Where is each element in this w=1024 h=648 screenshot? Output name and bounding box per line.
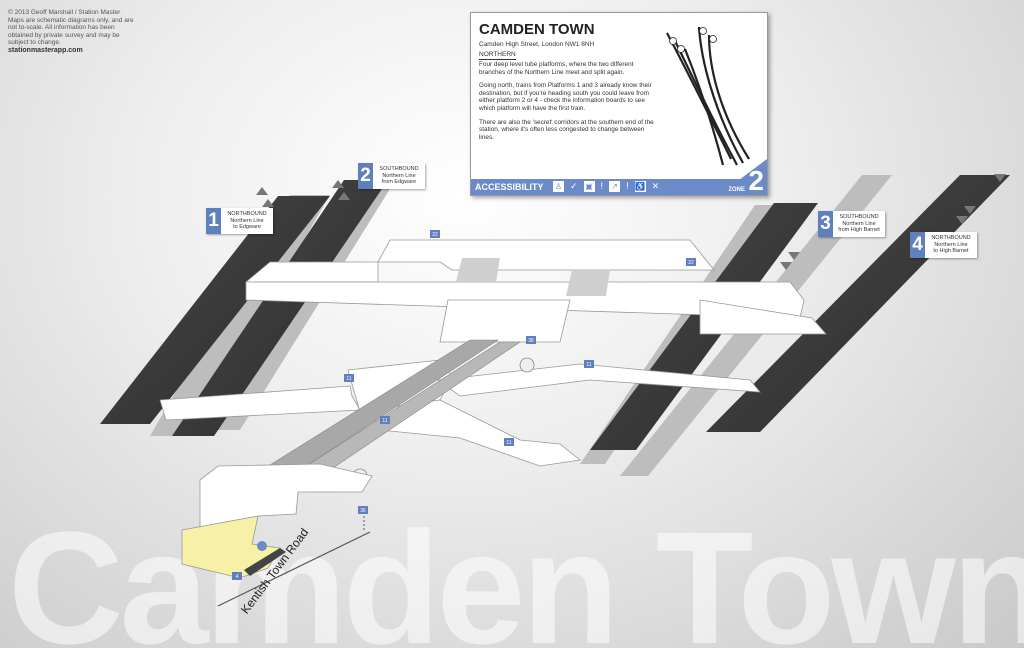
- light-well-2: [566, 270, 610, 296]
- platform-2-label: 2 SOUTHBOUND Northern Line from Edgware: [358, 163, 425, 189]
- luggage-icon: ▣: [583, 181, 595, 192]
- platform-destination: to Edgware: [233, 224, 261, 230]
- secret-corridor: [369, 399, 581, 467]
- accessibility-bar: ACCESSIBILITY ♙ ✓ ▣ ! ↗ ! ♿ ✕: [471, 179, 767, 195]
- lift-icon: [519, 357, 535, 373]
- check-icon: ✓: [570, 181, 578, 191]
- track-1: [150, 195, 330, 436]
- road-line: [217, 531, 371, 607]
- track-marker-2: [677, 45, 685, 53]
- step-count: 11: [346, 376, 351, 382]
- cross-icon: ✕: [651, 181, 660, 191]
- disclaimer-text: Maps are schematic diagrams only, and ar…: [8, 16, 134, 47]
- platform-line: Northern Line: [230, 217, 264, 224]
- copyright-text: © 2013 Geoff Marshall / Station Master: [8, 9, 121, 16]
- website-link[interactable]: stationmasterapp.com: [8, 46, 83, 54]
- track-marker-3: [699, 27, 707, 35]
- platform-direction: NORTHBOUND: [931, 235, 971, 241]
- upper-concourse: [377, 239, 715, 271]
- credit-block: © 2013 Geoff Marshall / Station Master M…: [8, 9, 138, 54]
- station-info-panel: CAMDEN TOWN Camden High Street, London N…: [470, 12, 768, 196]
- station-description: Four deep level tube platforms, where th…: [479, 61, 655, 147]
- zone-number: 2: [748, 165, 764, 196]
- walking-person-icon: ♙: [553, 181, 564, 192]
- platform-direction: SOUTHBOUND: [839, 214, 879, 220]
- track-layout-diagram: [666, 26, 750, 166]
- light-well-1: [456, 258, 500, 282]
- zone-label: ZONE: [728, 187, 745, 193]
- step-count: 22: [432, 232, 438, 238]
- step-count: 4: [236, 574, 239, 580]
- station-line: NORTHERN: [479, 51, 516, 60]
- exclamation-icon: !: [600, 181, 604, 191]
- underground-roundel-icon: [257, 541, 267, 551]
- platform-1-label: 1 NORTHBOUND Northern Line to Edgware: [206, 208, 273, 234]
- platform-3-label: 3 SOUTHBOUND Northern Line from High Bar…: [818, 211, 885, 237]
- accessibility-label: ACCESSIBILITY: [475, 182, 544, 192]
- step-count: 22: [688, 260, 694, 266]
- entrance-wall: [244, 548, 286, 576]
- track-marker-4: [709, 35, 717, 43]
- platform-line: Northern Line: [934, 241, 968, 248]
- step-count-badges: 22 22 36 11 11 11 11 36 4: [232, 230, 696, 580]
- platform-direction: NORTHBOUND: [227, 211, 267, 217]
- platform-destination: to High Barnet: [933, 248, 969, 254]
- track-marker-1: [669, 37, 677, 45]
- platform-4-label: 4 NORTHBOUND Northern Line to High Barne…: [910, 232, 977, 258]
- big-station-title: Camden Town: [8, 498, 1024, 648]
- platform-2: [172, 180, 388, 436]
- description-paragraph: Going north, trains from Platforms 1 and…: [479, 82, 652, 112]
- platform-destination: from High Barnet: [838, 227, 880, 233]
- platform-direction: SOUTHBOUND: [379, 166, 419, 172]
- lower-crossover-2: [436, 363, 761, 397]
- crossover-corridor-1: [244, 261, 379, 283]
- step-count: 11: [586, 362, 591, 368]
- platform-number: 1: [206, 208, 221, 234]
- station-name: CAMDEN TOWN: [479, 21, 595, 38]
- description-paragraph: There are also the 'secret' corridors at…: [479, 118, 654, 141]
- step-count: 36: [360, 508, 366, 514]
- description-paragraph: Four deep level tube platforms, where th…: [479, 61, 634, 76]
- platform-number: 3: [818, 211, 833, 237]
- crossover-corridor-2: [699, 299, 827, 335]
- platform-line: Northern Line: [842, 220, 876, 227]
- escalator-icon: ↗: [609, 181, 621, 192]
- step-count: 36: [528, 338, 534, 344]
- exclamation-icon: !: [626, 181, 629, 191]
- station-address: Camden High Street, London NW1 8NH: [479, 41, 595, 48]
- platform-1: [100, 196, 330, 424]
- platform-destination: from Edgware: [381, 179, 417, 185]
- wheelchair-icon: ♿: [634, 181, 646, 192]
- direction-arrows: [256, 174, 1006, 270]
- central-hub: [439, 299, 571, 343]
- platform-line: Northern Line: [382, 172, 416, 179]
- step-count: 11: [506, 440, 511, 446]
- lower-crossover-1: [159, 385, 361, 421]
- platform-number: 4: [910, 232, 925, 258]
- platform-number: 2: [358, 163, 373, 189]
- step-count: 11: [382, 418, 387, 424]
